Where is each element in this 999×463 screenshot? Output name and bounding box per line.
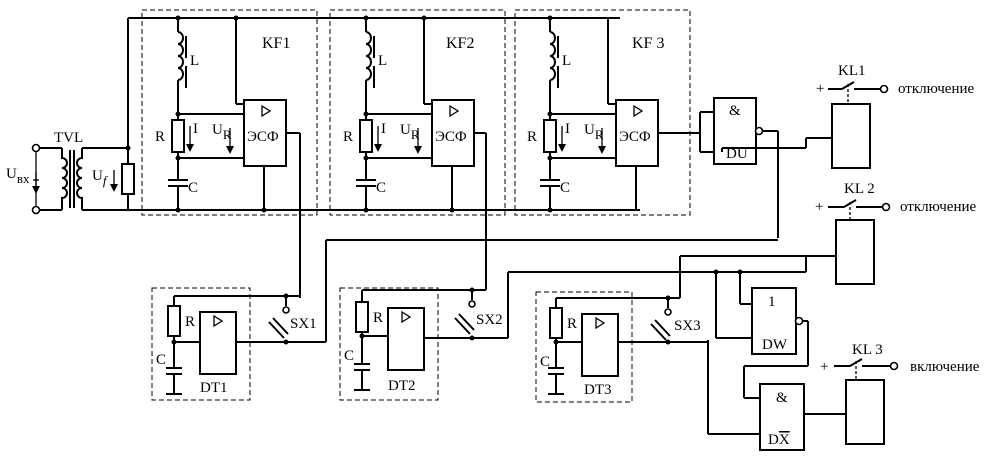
- kf1-c-label: C: [188, 180, 198, 196]
- dt1-label: DT1: [200, 380, 228, 396]
- kl3-action: включение: [910, 359, 980, 375]
- timer-dt1: [151, 239, 778, 401]
- kl3-label: KL 3: [852, 342, 883, 358]
- load-resistor: [110, 145, 135, 210]
- kf2-l-label: L: [378, 53, 387, 69]
- kf3-l-label: L: [562, 53, 571, 69]
- kl3-plus: +: [820, 359, 828, 375]
- main-bus: [127, 17, 640, 211]
- kf3-esf-label: ЭСФ: [619, 129, 651, 145]
- sx2-label: SX2: [476, 312, 503, 328]
- sx1-label: SX1: [290, 316, 317, 332]
- kf2-esf-label: ЭСФ: [435, 129, 467, 145]
- kf3-r-label: R: [527, 129, 537, 145]
- kf3-ur-label: UR: [584, 122, 604, 142]
- timer-dt3: [535, 255, 806, 403]
- kf1-ur-label: UR: [212, 122, 232, 142]
- uf-label: Uf: [92, 168, 109, 188]
- timer-dt2: [339, 272, 509, 401]
- kf2-label: KF2: [446, 35, 474, 52]
- filter-kf1: [141, 9, 318, 298]
- kf2-c-label: C: [376, 180, 386, 196]
- dx-label: DX: [768, 432, 790, 448]
- dt2-c-label: C: [344, 348, 354, 364]
- kf2-r-label: R: [343, 129, 353, 145]
- dt2-label: DT2: [388, 378, 416, 394]
- kl1-label: KL1: [838, 63, 866, 79]
- kl1-action: отключение: [898, 81, 975, 97]
- dt1-r-label: R: [185, 314, 195, 330]
- input-terminals: [31, 143, 41, 215]
- gate-dx: [707, 340, 822, 451]
- kf3-c-label: C: [560, 180, 570, 196]
- dt3-c-label: C: [540, 354, 550, 370]
- kl2-plus: +: [815, 199, 823, 215]
- gate-du: [699, 97, 779, 238]
- dt3-r-label: R: [567, 316, 577, 332]
- input-voltage-label: Uвх: [6, 166, 30, 186]
- kf1-esf-label: ЭСФ: [247, 129, 279, 145]
- filter-kf3: [514, 9, 700, 216]
- kf3-label: KF 3: [632, 35, 664, 52]
- du-symbol: &: [729, 103, 741, 119]
- kf2-i-label: I: [381, 121, 386, 137]
- kf3-i-label: I: [565, 121, 570, 137]
- du-label: DU: [726, 146, 748, 162]
- kf1-i-label: I: [193, 121, 198, 137]
- sx3-label: SX3: [674, 318, 701, 334]
- dt3-label: DT3: [584, 382, 612, 398]
- transformer-tvl: [40, 147, 128, 211]
- kf1-l-label: L: [190, 53, 199, 69]
- gate-dw: [713, 269, 809, 399]
- filter-kf2: [329, 9, 506, 285]
- relay-kl3: [822, 358, 899, 445]
- relay-kl1: [721, 81, 889, 169]
- relay-kl2: [508, 199, 891, 285]
- kf2-ur-label: UR: [400, 122, 420, 142]
- kl1-plus: +: [816, 81, 824, 97]
- kl2-action: отключение: [900, 199, 977, 215]
- kf1-r-label: R: [155, 129, 165, 145]
- dt1-c-label: C: [156, 352, 166, 368]
- dw-label: DW: [762, 337, 788, 353]
- transformer-label: TVL: [54, 130, 83, 146]
- kl2-label: KL 2: [844, 181, 875, 197]
- dx-symbol: &: [776, 390, 788, 406]
- kf1-label: KF1: [262, 35, 290, 52]
- dt2-r-label: R: [373, 310, 383, 326]
- dw-symbol: 1: [768, 294, 776, 310]
